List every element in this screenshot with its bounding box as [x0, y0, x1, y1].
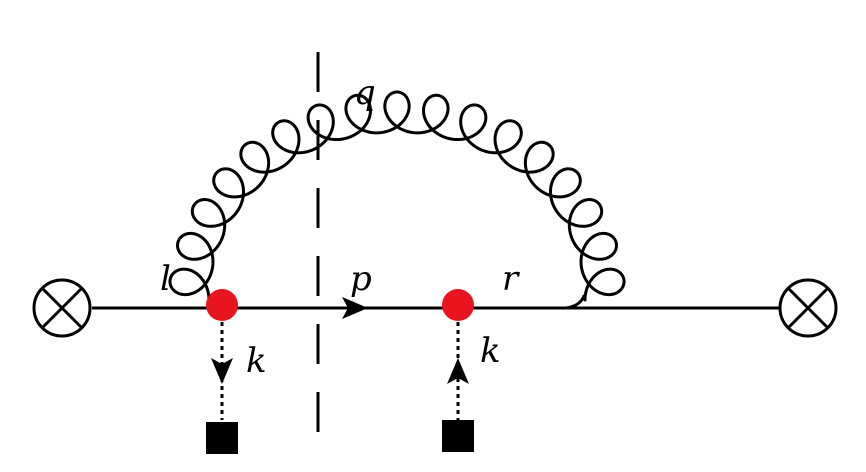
- label-k-left: k: [246, 341, 267, 381]
- label-k-right: k: [480, 331, 501, 371]
- left-circled-cross-icon: [32, 278, 92, 338]
- label-r: r: [502, 259, 520, 299]
- fermion-arrow-icon: [342, 297, 368, 319]
- gluon-loop: [168, 90, 626, 310]
- right-source-square-icon: [442, 420, 474, 452]
- label-q: q: [354, 73, 376, 113]
- label-l: l: [160, 259, 171, 299]
- left-vertex-dot: [206, 289, 238, 321]
- left-insertion-arrow-icon: [211, 358, 233, 384]
- left-source-square-icon: [206, 422, 238, 454]
- right-circled-cross-icon: [778, 278, 838, 338]
- label-p: p: [350, 259, 372, 299]
- right-insertion-arrow-icon: [447, 358, 469, 384]
- right-vertex-dot: [442, 289, 474, 321]
